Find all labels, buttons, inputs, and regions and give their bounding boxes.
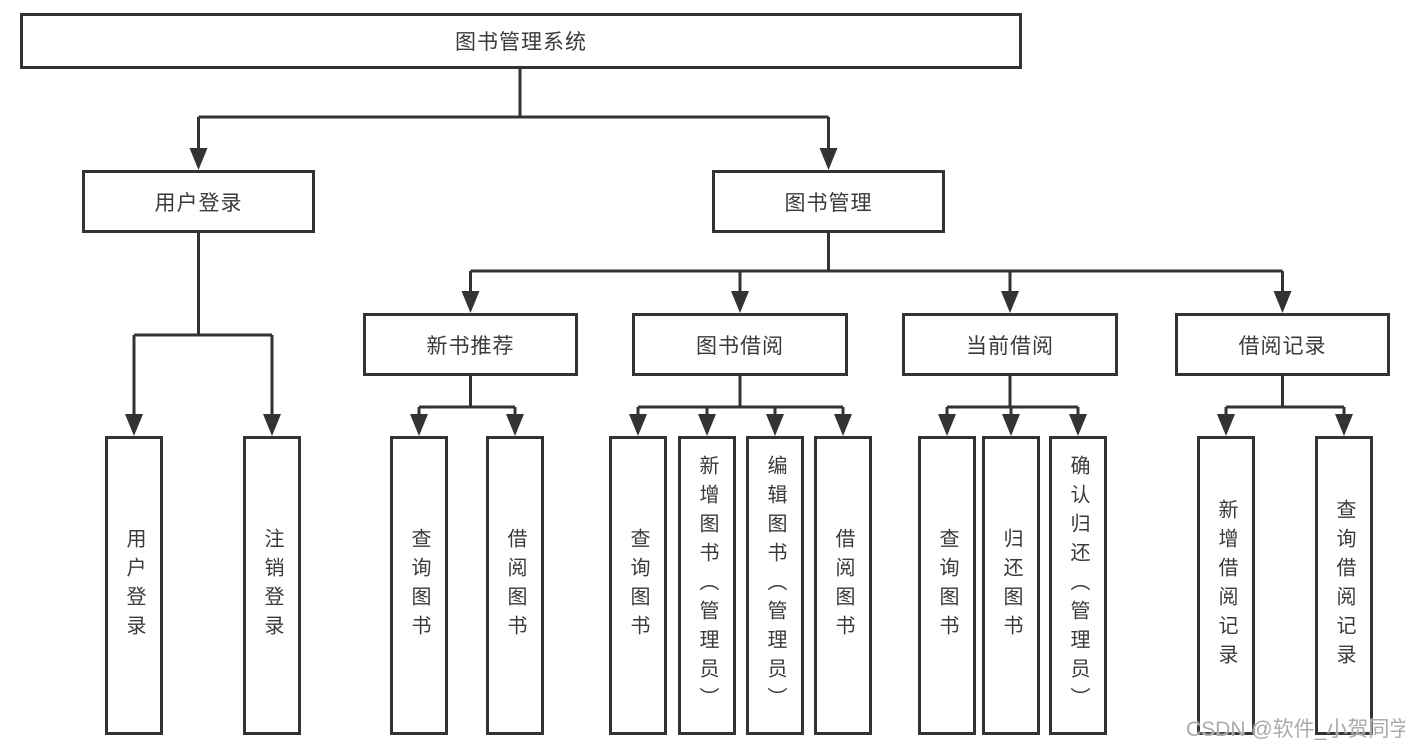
node-leaf-edit-books-admin: 编辑图书（管理员） bbox=[746, 436, 804, 735]
arrow-down-icon bbox=[1217, 414, 1235, 436]
node-label: 借阅图书 bbox=[832, 527, 854, 644]
node-leaf-query-books-2: 查询图书 bbox=[609, 436, 667, 735]
arrow-down-icon bbox=[1002, 414, 1020, 436]
arrow-down-icon bbox=[461, 291, 480, 313]
arrow-down-icon bbox=[125, 414, 143, 436]
arrow-down-icon bbox=[766, 414, 784, 436]
node-label: 确认归还（管理员） bbox=[1067, 455, 1089, 716]
node-leaf-logout: 注销登录 bbox=[243, 436, 301, 735]
connector-paths bbox=[132, 68, 1346, 416]
node-label: 查询图书 bbox=[408, 527, 430, 644]
csdn-watermark: CSDN @软件_小贺同学 bbox=[1186, 718, 1405, 741]
node-label: 图书管理 bbox=[784, 191, 873, 215]
arrow-down-icon bbox=[938, 414, 956, 436]
node-book-borrow: 图书借阅 bbox=[632, 313, 848, 376]
node-library-management-system: 图书管理系统 bbox=[20, 13, 1022, 69]
node-label: 图书借阅 bbox=[696, 334, 784, 358]
arrow-down-icon bbox=[1335, 414, 1353, 436]
node-user-login: 用户登录 bbox=[82, 170, 315, 233]
arrow-down-icon bbox=[189, 148, 208, 170]
arrow-down-icon bbox=[1001, 291, 1019, 313]
arrow-down-icon bbox=[410, 414, 428, 436]
arrow-down-icon bbox=[629, 414, 647, 436]
arrow-down-icon bbox=[834, 414, 852, 436]
node-new-book-recommend: 新书推荐 bbox=[363, 313, 578, 376]
node-label: 用户登录 bbox=[154, 191, 243, 215]
node-leaf-return-books: 归还图书 bbox=[982, 436, 1040, 735]
node-label: 当前借阅 bbox=[966, 334, 1054, 358]
node-label: 用户登录 bbox=[123, 527, 145, 644]
node-current-borrow: 当前借阅 bbox=[902, 313, 1118, 376]
arrow-down-icon bbox=[506, 414, 524, 436]
node-label: 归还图书 bbox=[1000, 527, 1022, 644]
node-label: 查询图书 bbox=[627, 527, 649, 644]
node-label: 新增图书（管理员） bbox=[696, 455, 718, 716]
arrow-down-icon bbox=[698, 414, 716, 436]
node-label: 借阅记录 bbox=[1238, 334, 1327, 358]
node-label: 新书推荐 bbox=[426, 334, 515, 358]
node-leaf-query-borrow-record: 查询借阅记录 bbox=[1315, 436, 1373, 735]
arrow-down-icon bbox=[1273, 291, 1292, 313]
node-leaf-add-books-admin: 新增图书（管理员） bbox=[678, 436, 736, 735]
arrow-down-icon bbox=[819, 148, 838, 170]
arrow-down-icon bbox=[263, 414, 281, 436]
arrowhead-icons bbox=[125, 148, 1353, 436]
node-label: 借阅图书 bbox=[504, 527, 526, 644]
node-leaf-user-login: 用户登录 bbox=[105, 436, 163, 735]
node-label: 查询借阅记录 bbox=[1333, 498, 1355, 673]
node-book-management: 图书管理 bbox=[712, 170, 945, 233]
arrow-down-icon bbox=[1069, 414, 1087, 436]
node-leaf-add-borrow-record: 新增借阅记录 bbox=[1197, 436, 1255, 735]
node-leaf-query-books-3: 查询图书 bbox=[918, 436, 976, 735]
node-label: 编辑图书（管理员） bbox=[764, 455, 786, 716]
node-borrow-records: 借阅记录 bbox=[1175, 313, 1390, 376]
node-leaf-borrow-books-1: 借阅图书 bbox=[486, 436, 544, 735]
node-leaf-confirm-return-admin: 确认归还（管理员） bbox=[1049, 436, 1107, 735]
node-label: 新增借阅记录 bbox=[1215, 498, 1237, 673]
node-label: 注销登录 bbox=[261, 527, 283, 644]
arrow-down-icon bbox=[731, 291, 749, 313]
node-label: 图书管理系统 bbox=[455, 31, 587, 54]
node-leaf-query-books-1: 查询图书 bbox=[390, 436, 448, 735]
node-label: 查询图书 bbox=[936, 527, 958, 644]
node-leaf-borrow-books-2: 借阅图书 bbox=[814, 436, 872, 735]
